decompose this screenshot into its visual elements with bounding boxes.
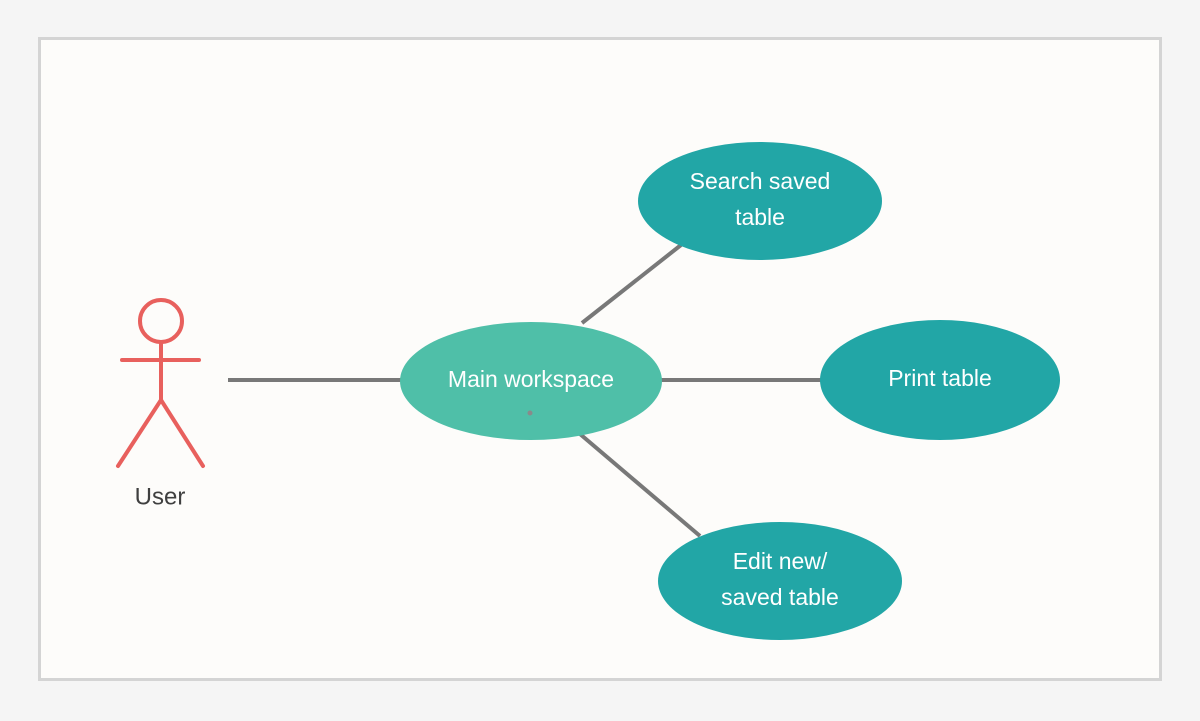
use-case-edit-new-saved-table[interactable]: Edit new/saved table: [658, 522, 902, 640]
use-case-ellipse-print-table[interactable]: [820, 320, 1060, 440]
use-case-main-workspace[interactable]: Main workspace: [400, 322, 662, 440]
association-lines-group: [228, 243, 822, 538]
use-case-search-saved-table[interactable]: Search saved table: [638, 142, 882, 260]
actor-label: User: [135, 483, 186, 510]
use-case-label-search-saved-table: table: [735, 204, 785, 230]
association-line-main-workspace-to-search[interactable]: [580, 243, 683, 325]
use-case-label-edit-new-saved-table: Edit new/: [733, 548, 828, 574]
use-case-label-main-workspace: Main workspace: [448, 366, 614, 392]
use-case-label-edit-new-saved-table: saved table: [721, 584, 839, 610]
actor-leg-right-icon: [159, 398, 205, 468]
actor-user[interactable]: User: [116, 298, 205, 510]
use-case-marker-dot: [527, 410, 533, 416]
actor-leg-left-icon: [116, 398, 163, 468]
association-line-main-workspace-to-edit[interactable]: [578, 432, 702, 538]
use-case-ellipse-edit-new-saved-table[interactable]: [658, 522, 902, 640]
use-case-print-table[interactable]: Print table: [820, 320, 1060, 440]
actor-head-icon: [138, 298, 184, 344]
use-case-label-search-saved-table: Search saved: [690, 168, 831, 194]
use-case-ellipse-search-saved-table[interactable]: [638, 142, 882, 260]
use-case-ellipse-main-workspace[interactable]: [400, 322, 662, 440]
use-case-label-print-table: Print table: [888, 365, 992, 391]
